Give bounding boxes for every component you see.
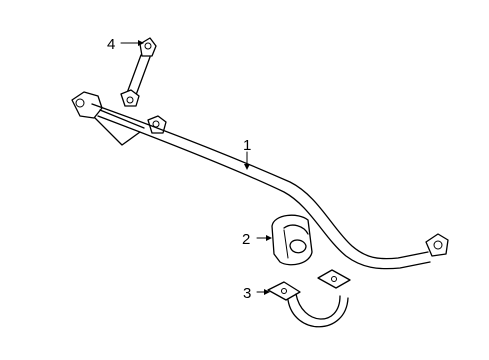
stabilizer-bushing — [271, 214, 313, 266]
callout-3: 3 — [243, 285, 251, 302]
callout-1: 1 — [243, 137, 251, 154]
callout-2: 2 — [242, 231, 250, 248]
stabilizer-bracket — [267, 269, 351, 328]
callout-leaders — [120, 40, 272, 295]
callout-4: 4 — [107, 36, 115, 53]
stabilizer-bar — [71, 91, 449, 270]
stabilizer-link — [120, 37, 157, 107]
